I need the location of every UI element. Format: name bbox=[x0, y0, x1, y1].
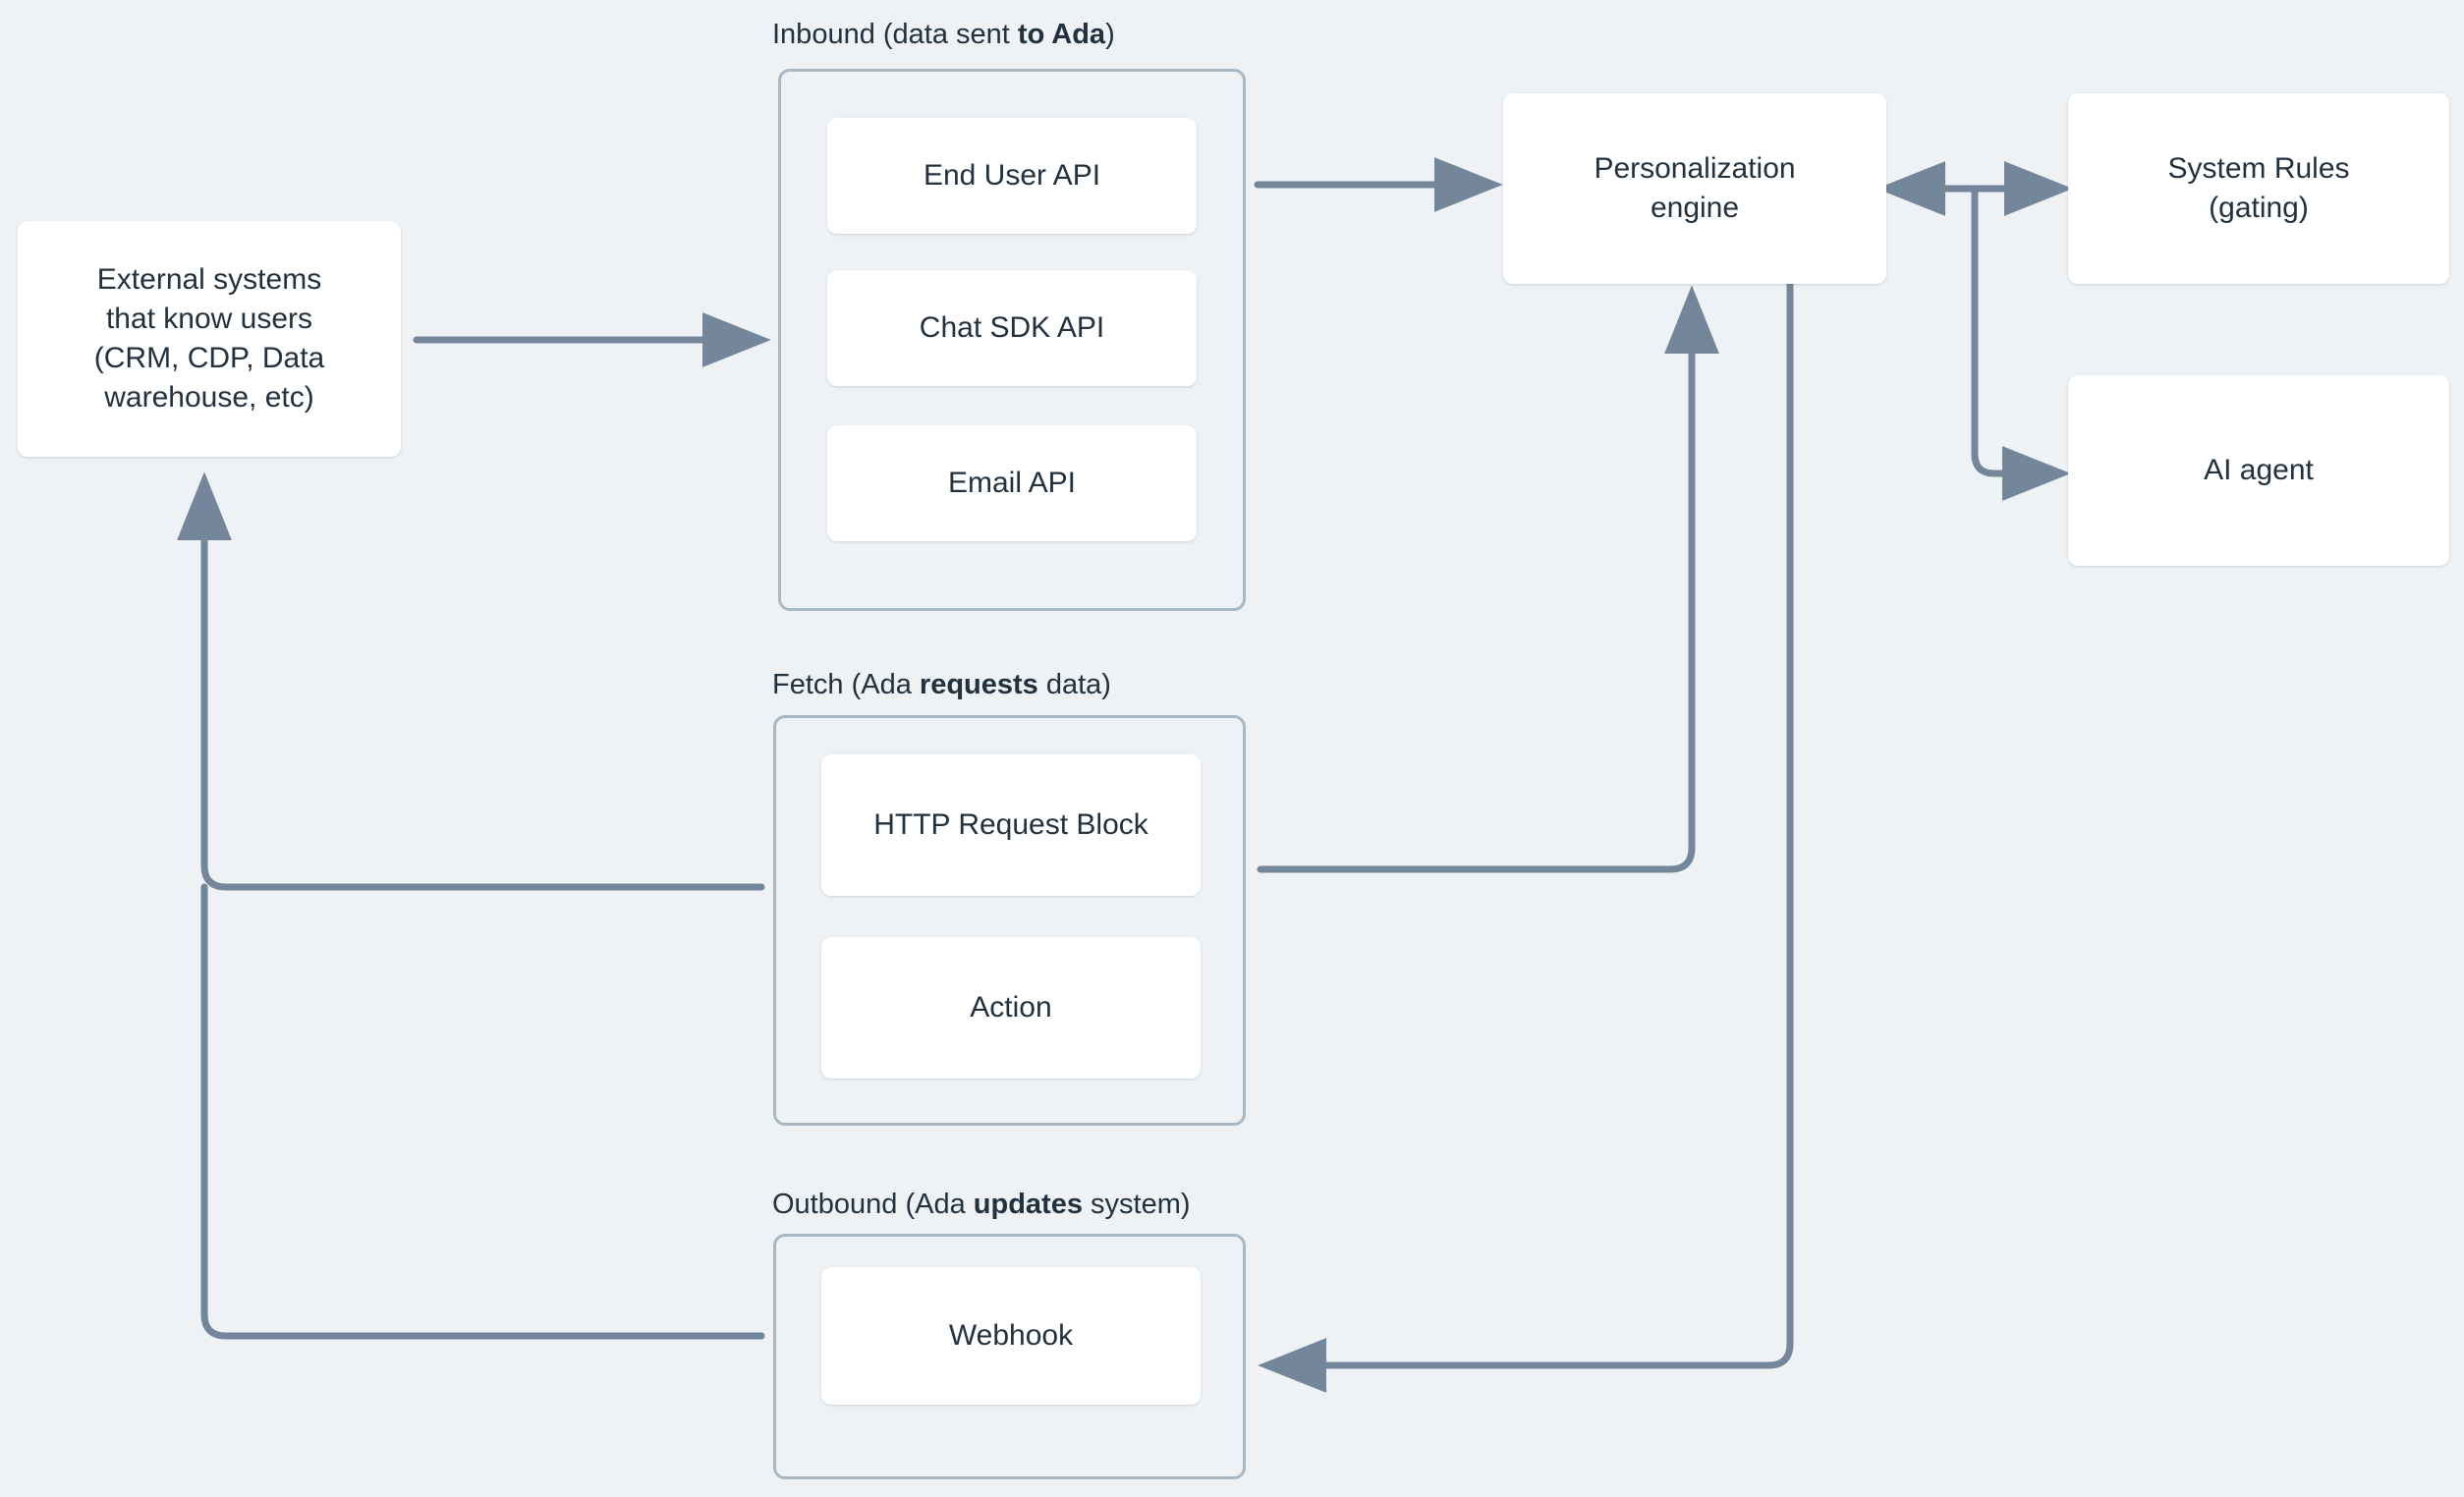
inbound-label-emphasis: to Ada bbox=[1017, 19, 1106, 50]
group-label-inbound: Inbound (data sent to Ada) bbox=[772, 18, 1115, 52]
group-fetch bbox=[773, 715, 1246, 1126]
outbound-label-emphasis: updates bbox=[973, 1189, 1083, 1220]
node-chat-sdk-api[interactable]: Chat SDK API bbox=[827, 270, 1197, 386]
node-action[interactable]: Action bbox=[821, 937, 1201, 1079]
node-email-api[interactable]: Email API bbox=[827, 425, 1197, 541]
node-http-request-block[interactable]: HTTP Request Block bbox=[821, 754, 1201, 896]
outbound-label-prefix: Outbound (Ada bbox=[772, 1189, 974, 1220]
edge-http-request-to-personalization bbox=[1257, 285, 1719, 873]
group-inbound bbox=[778, 69, 1246, 611]
edge-fetch-to-external bbox=[177, 471, 765, 891]
fetch-label-emphasis: requests bbox=[919, 669, 1038, 700]
inbound-label-prefix: Inbound (data sent bbox=[772, 19, 1018, 50]
group-outbound bbox=[773, 1234, 1246, 1479]
group-label-fetch: Fetch (Ada requests data) bbox=[772, 668, 1111, 702]
node-ai-agent[interactable]: AI agent bbox=[2068, 375, 2449, 566]
node-personalization-engine[interactable]: Personalization engine bbox=[1503, 93, 1886, 284]
fetch-label-prefix: Fetch (Ada bbox=[772, 669, 920, 700]
edge-outbound-to-external bbox=[200, 883, 765, 1340]
edge-personalization-to-webhook bbox=[1258, 279, 1794, 1393]
node-webhook[interactable]: Webhook bbox=[821, 1267, 1201, 1405]
node-system-rules[interactable]: System Rules (gating) bbox=[2068, 93, 2449, 284]
fetch-label-suffix: data) bbox=[1037, 669, 1111, 700]
node-external-systems[interactable]: External systems that know users (CRM, C… bbox=[18, 221, 401, 457]
outbound-label-suffix: system) bbox=[1082, 1189, 1191, 1220]
group-label-outbound: Outbound (Ada updates system) bbox=[772, 1188, 1191, 1222]
edge-personalization-to-ai-agent bbox=[1971, 185, 2071, 501]
node-end-user-api[interactable]: End User API bbox=[827, 118, 1197, 234]
inbound-label-suffix: ) bbox=[1105, 19, 1115, 50]
